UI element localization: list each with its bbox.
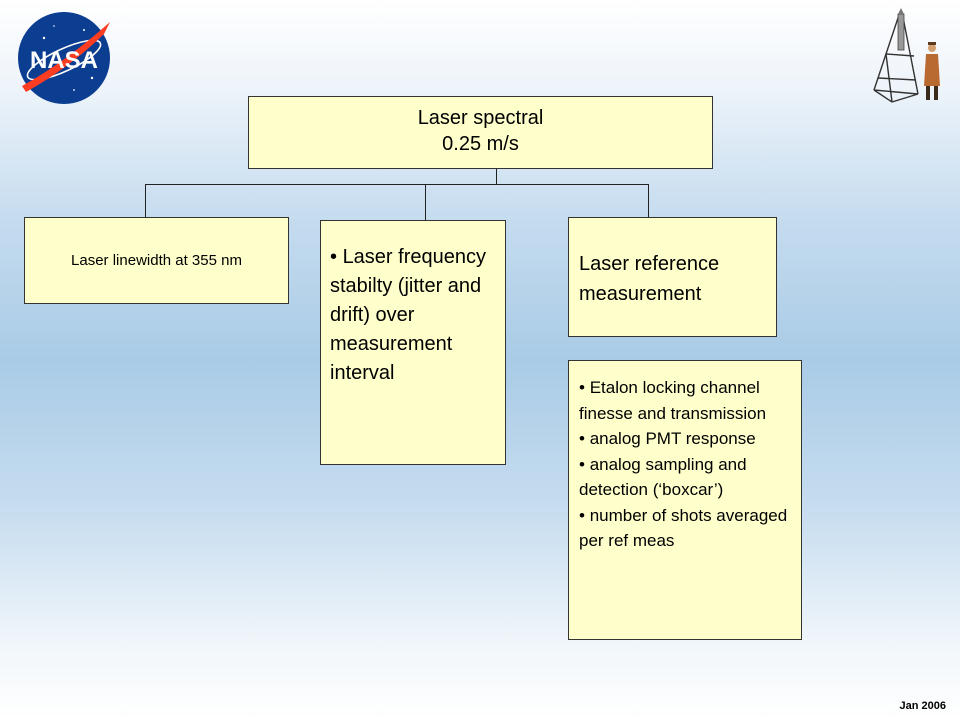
connector-middle-drop xyxy=(425,184,426,220)
svg-text:NASA: NASA xyxy=(30,47,98,74)
root-node-laser-spectral: Laser spectral 0.25 m/s xyxy=(248,96,713,169)
footer-date: Jan 2006 xyxy=(899,700,946,712)
connector-horizontal-bus xyxy=(145,184,649,185)
frequency-stability-list: Laser frequency stabilty (jitter and dri… xyxy=(330,243,499,388)
node-laser-frequency-stability: Laser frequency stabilty (jitter and dri… xyxy=(320,220,506,465)
node-laser-linewidth-label: Laser linewidth at 355 nm xyxy=(71,252,242,269)
rocket-with-man-icon xyxy=(873,8,940,103)
nasa-logo-icon: NASA xyxy=(18,12,110,104)
connector-right-drop xyxy=(648,184,649,217)
connector-left-drop xyxy=(145,184,146,217)
root-value: 0.25 m/s xyxy=(442,133,519,155)
detail-item-shots: number of shots averaged per ref meas xyxy=(579,503,795,554)
detail-item-sampling: analog sampling and detection (‘boxcar’) xyxy=(579,452,795,503)
root-title: Laser spectral xyxy=(417,107,544,129)
reference-details-list: Etalon locking channel finesse and trans… xyxy=(579,375,795,554)
node-laser-linewidth: Laser linewidth at 355 nm xyxy=(24,217,289,304)
detail-item-etalon: Etalon locking channel finesse and trans… xyxy=(579,375,795,426)
connector-root-down xyxy=(496,168,497,185)
frequency-stability-item: Laser frequency stabilty (jitter and dri… xyxy=(330,243,499,388)
node-reference-details: Etalon locking channel finesse and trans… xyxy=(568,360,802,640)
detail-item-pmt: analog PMT response xyxy=(579,426,795,452)
node-laser-reference-measurement: Laser reference measurement xyxy=(568,217,777,337)
node-laser-reference-label: Laser reference measurement xyxy=(579,253,720,305)
